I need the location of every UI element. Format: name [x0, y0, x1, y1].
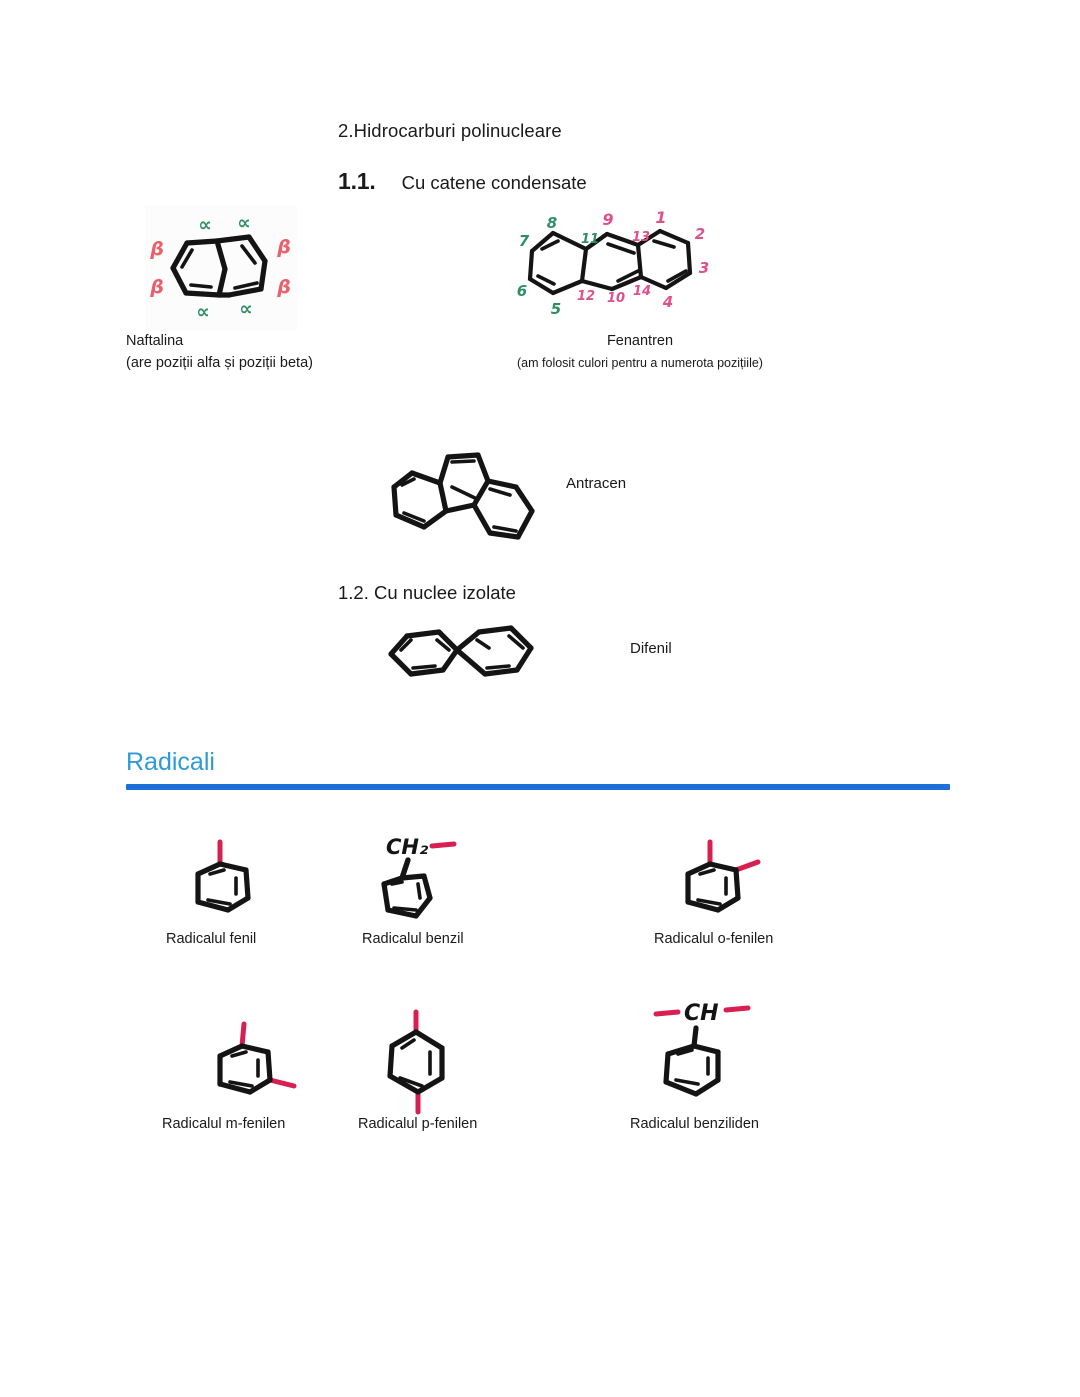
naftalina-alpha-label-4: ∝ [239, 298, 253, 320]
naftalina-alpha-label-3: ∝ [196, 301, 210, 323]
radical-benzil-formula: CH₂ [386, 835, 429, 859]
antracen-structure [391, 452, 535, 540]
fenantren-position-14: 14 [633, 284, 651, 299]
fenantren-position-12: 12 [577, 289, 595, 304]
fenantren-position-7: 7 [519, 232, 530, 250]
section-heading-radicali: Radicali [126, 748, 215, 776]
figure-radical-fenil [190, 839, 274, 922]
figure-radical-benzil: CH₂ [378, 832, 474, 924]
radical-benziliden-structure: CH [653, 1001, 751, 1097]
page-title: 2.Hidrocarburi polinucleare [338, 120, 562, 141]
figure-radical-m-fenilen [212, 1021, 306, 1104]
fenantren-position-5: 5 [551, 300, 561, 318]
naftalina-beta-label-1: β [149, 238, 164, 260]
radical-benzil-structure: CH₂ [381, 835, 457, 919]
naftalina-beta-label-3: β [276, 236, 291, 258]
caption-naftalina-note: (are poziții alfa și poziții beta) [126, 355, 313, 371]
radical-benziliden-formula-text: CH [684, 1001, 719, 1026]
figure-fenantren: 7 8 6 5 11 9 1 2 3 4 10 12 13 14 [508, 203, 728, 323]
fenantren-position-11: 11 [581, 232, 599, 247]
radical-m-fenilen-structure [217, 1021, 297, 1095]
caption-radical-fenil: Radicalul fenil [166, 931, 257, 947]
fenantren-position-6: 6 [517, 282, 527, 300]
subheading-1-1: 1.1. Cu catene condensate [338, 168, 587, 195]
caption-radical-benzil: Radicalul benzil [362, 931, 464, 947]
caption-fenantren-note: (am folosit culori pentru a numerota poz… [517, 356, 763, 370]
caption-fenantren: Fenantren [606, 333, 674, 349]
subheading-1-1-label: Cu catene condensate [401, 172, 587, 193]
figure-naftalina: ∝ ∝ ∝ ∝ β β β β [145, 205, 297, 330]
subheading-1-2: 1.2. Cu nuclee izolate [338, 582, 516, 603]
figure-difenil [385, 618, 550, 686]
caption-radical-m-fenilen: Radicalul m-fenilen [162, 1116, 286, 1132]
fenantren-position-4: 4 [662, 293, 673, 311]
naftalina-beta-label-4: β [276, 276, 291, 298]
section-divider [126, 784, 950, 790]
fenantren-position-9: 9 [602, 210, 613, 229]
fenantren-position-13: 13 [632, 230, 650, 245]
radical-p-fenilen-structure [387, 1009, 445, 1115]
subheading-1-1-number: 1.1. [338, 168, 376, 194]
caption-radical-benziliden: Radicalul benziliden [630, 1116, 759, 1132]
fenantren-position-10: 10 [607, 291, 625, 306]
label-difenil: Difenil [630, 640, 672, 657]
figure-radical-o-fenilen [680, 839, 772, 922]
fenantren-position-1: 1 [655, 208, 666, 227]
fenantren-structure: 7 8 6 5 11 9 1 2 3 4 10 12 13 14 [517, 208, 709, 318]
radical-o-fenilen-structure [685, 839, 761, 913]
label-antracen: Antracen [566, 475, 627, 492]
naftalina-alpha-label-1: ∝ [198, 214, 212, 236]
caption-radical-p-fenilen: Radicalul p-fenilen [358, 1116, 478, 1132]
figure-radical-p-fenilen [384, 1009, 470, 1115]
caption-radical-o-fenilen: Radicalul o-fenilen [654, 931, 774, 947]
naftalina-beta-label-2: β [149, 276, 164, 298]
caption-naftalina: Naftalina [126, 333, 184, 349]
figure-antracen [382, 445, 547, 550]
radical-fenil-structure [195, 839, 251, 913]
fenantren-position-3: 3 [699, 259, 709, 277]
figure-radical-benziliden: CH [652, 996, 756, 1104]
naftalina-alpha-label-2: ∝ [237, 212, 251, 234]
fenantren-position-8: 8 [547, 214, 557, 232]
difenil-structure [388, 625, 534, 677]
fenantren-position-2: 2 [695, 225, 705, 243]
naftalina-structure: ∝ ∝ ∝ ∝ β β β β [149, 212, 291, 323]
